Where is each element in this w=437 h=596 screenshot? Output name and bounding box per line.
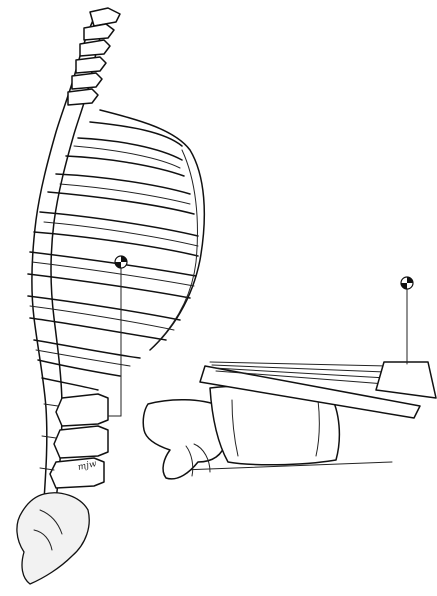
sacrum: [17, 493, 89, 584]
lever-center-of-mass: [401, 277, 413, 364]
lumbar-vertebrae: [40, 394, 108, 488]
thorax-center-of-mass: [108, 256, 127, 416]
cervical-vertebrae: [68, 8, 120, 105]
lever-weight: [376, 362, 436, 398]
rib-cage: [28, 110, 204, 390]
lever-model: [143, 362, 436, 479]
